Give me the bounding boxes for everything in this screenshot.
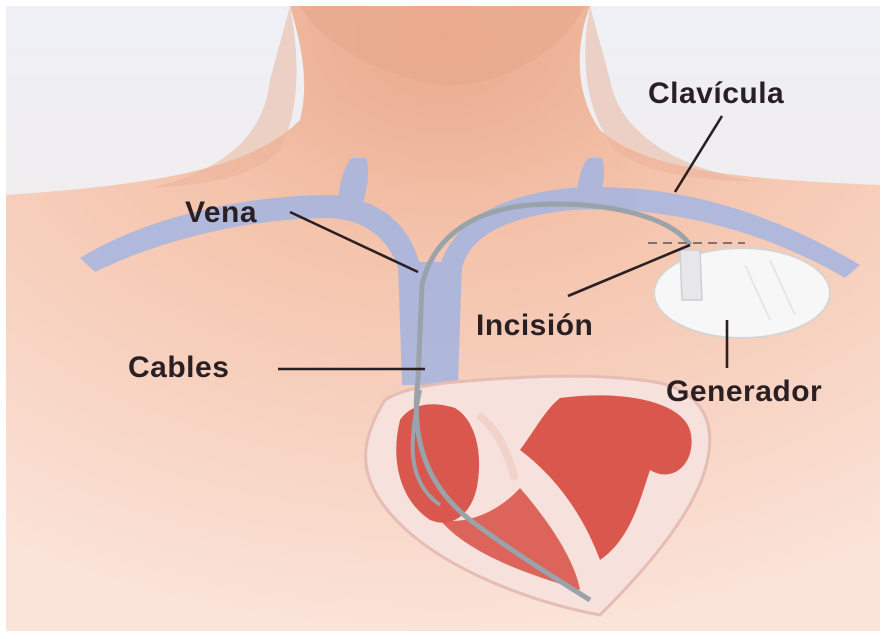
generador-label: Generador — [666, 375, 822, 408]
generator-device — [654, 248, 830, 338]
vena-label: Vena — [185, 196, 257, 229]
incision-label: Incisión — [476, 309, 593, 342]
clavicula-label: Clavícula — [648, 77, 784, 110]
cables-label: Cables — [128, 351, 229, 384]
superior-vena-cava — [398, 262, 462, 385]
generator-connector — [680, 250, 702, 300]
